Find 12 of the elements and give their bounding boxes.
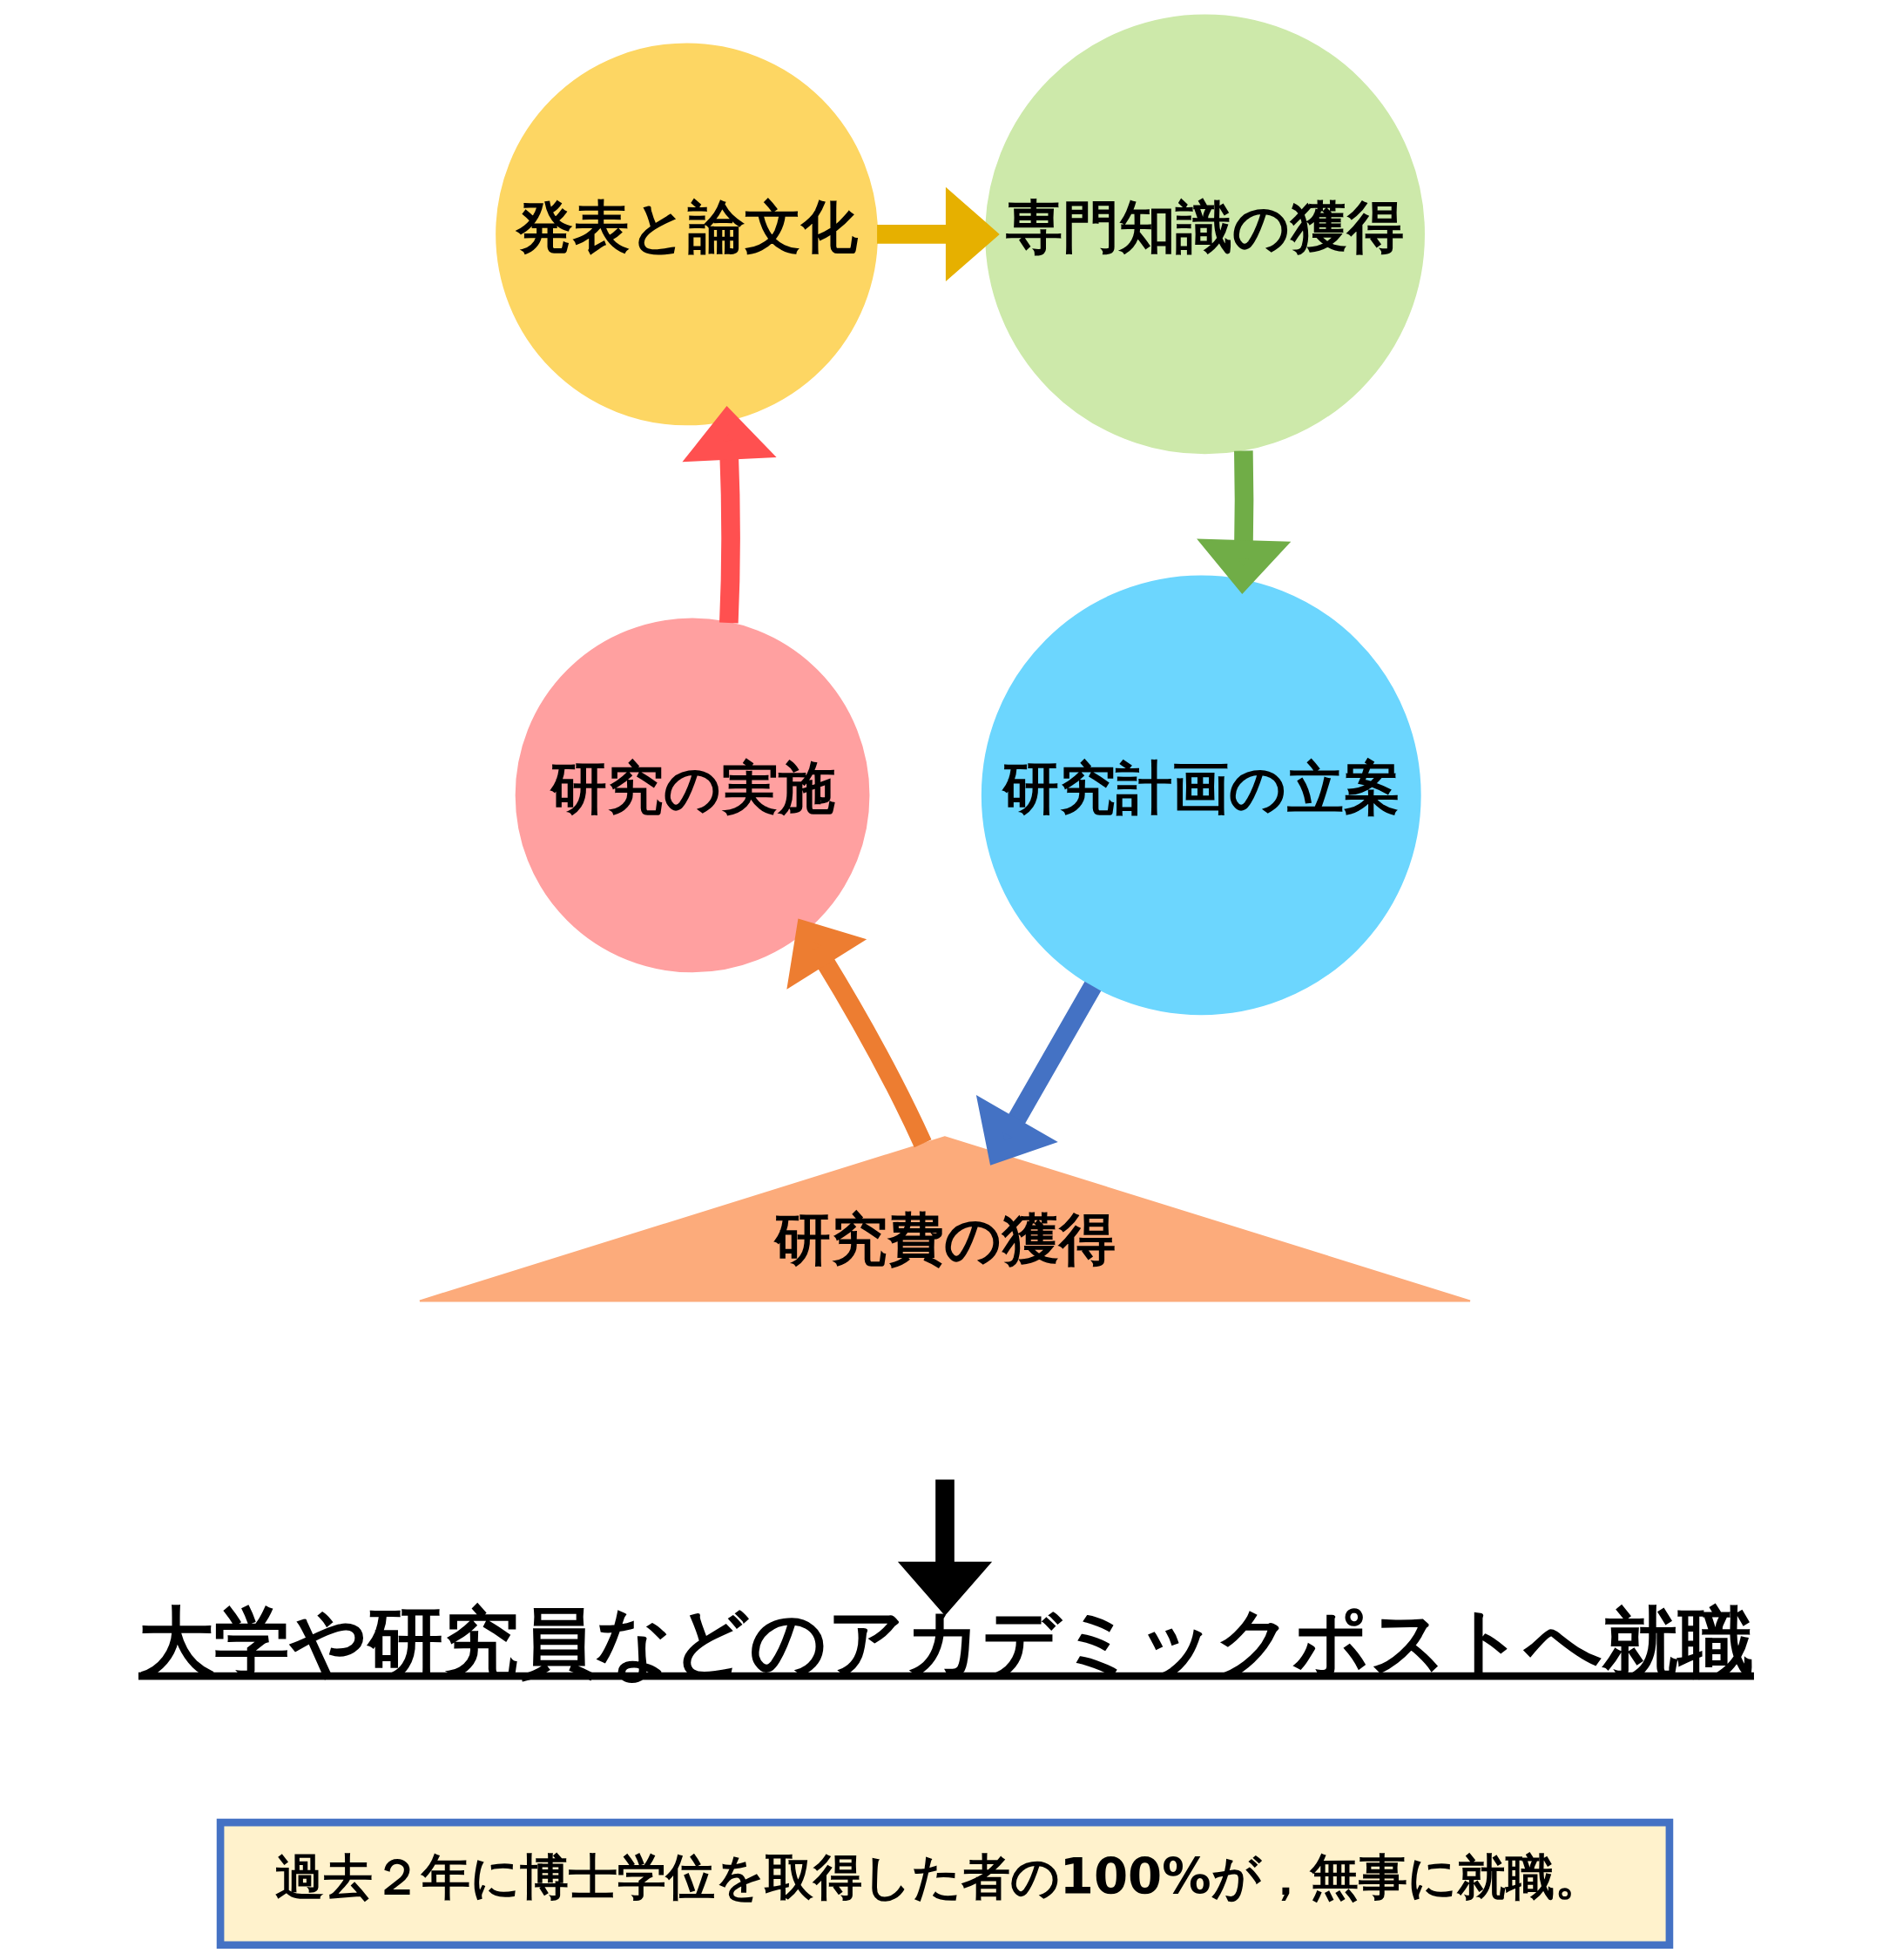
node-circle: 研究の実施 xyxy=(515,618,869,973)
node-circle: 研究計画の立案 xyxy=(981,575,1421,1016)
node-circle: 発表と論文化 xyxy=(495,43,878,426)
arrow xyxy=(975,981,1101,1166)
arrow xyxy=(897,1479,992,1616)
arrow xyxy=(876,186,1000,282)
node-circle: 専門知識の獲得 xyxy=(984,14,1425,455)
arrow xyxy=(681,405,777,624)
arrow xyxy=(786,918,931,1148)
node-text: 大学や研究員などのアカデミックポストへ就職 xyxy=(138,1598,1754,1686)
arrow xyxy=(1196,450,1291,594)
node-box: 過去２年に博士学位を取得した者の100%が，無事に就職。 xyxy=(216,1818,1673,1950)
